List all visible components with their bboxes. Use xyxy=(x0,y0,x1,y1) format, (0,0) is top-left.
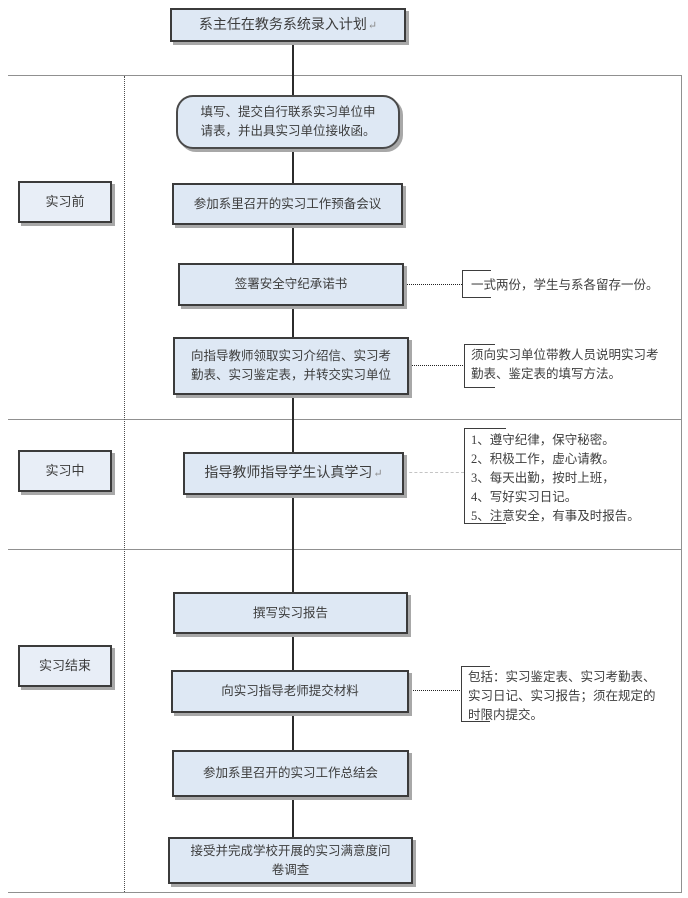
step-line: 向指导教师领取实习介绍信、实习考 xyxy=(190,349,391,364)
start-box-text: 系主任在教务系统录入计划 xyxy=(198,17,367,33)
note-line: 2、积极工作，虚心请教。 xyxy=(471,452,615,466)
phase-box-during: 实习中 xyxy=(18,450,112,492)
step-box-satisfaction-survey: 接受并完成学校开展的实习满意度问 卷调查 xyxy=(168,837,413,884)
step-label: 指导教师指导学生认真学习↵ xyxy=(204,463,382,484)
step-line: 卷调查 xyxy=(271,862,310,877)
note-bracket xyxy=(462,270,491,298)
note-bracket xyxy=(464,428,506,524)
phase-dashed-line xyxy=(124,76,125,892)
connector-sign-note xyxy=(404,284,462,285)
step-line: 接受并完成学校开展的实习满意度问 xyxy=(190,843,391,858)
note-text: 一式两份，学生与系各留存一份。 xyxy=(471,278,659,292)
step-box-apply-form: 填写、提交自行联系实习单位申 请表，并出具实习单位接收函。 xyxy=(176,95,400,149)
connector-collect-note xyxy=(409,365,465,366)
note-bracket xyxy=(464,344,495,388)
note-line: 3、每天出勤，按时上班， xyxy=(471,471,615,485)
step-label: 撰写实习报告 xyxy=(252,605,328,620)
step-box-prep-meeting: 参加系里召开的实习工作预备会议 xyxy=(172,183,403,225)
note-line: 时限内提交。 xyxy=(468,708,544,722)
phase-label: 实习结束 xyxy=(38,658,91,674)
step-box-sign-commitment: 签署安全守纪承诺书 xyxy=(178,263,404,306)
step-label: 参加系里召开的实习工作总结会 xyxy=(202,766,378,781)
divider-middle-1 xyxy=(8,419,682,420)
note-line: 5、注意安全，有事及时报告。 xyxy=(471,509,640,523)
step-box-write-report: 撰写实习报告 xyxy=(173,592,408,634)
step-box-teacher-guidance: 指导教师指导学生认真学习↵ xyxy=(183,452,404,495)
note-line: 1、遵守纪律，保守秘密。 xyxy=(471,433,615,447)
note-line: 勤表、鉴定表的填写方法。 xyxy=(471,367,622,381)
phase-box-end: 实习结束 xyxy=(18,645,112,687)
phase-box-before: 实习前 xyxy=(18,181,112,223)
step-label: 签署安全守纪承诺书 xyxy=(234,277,348,292)
step-box-submit-materials: 向实习指导老师提交材料 xyxy=(171,670,409,713)
step-box-collect-forms: 向指导教师领取实习介绍信、实习考 勤表、实习鉴定表，并转交实习单位 xyxy=(173,337,409,395)
step-box-summary-meeting: 参加系里召开的实习工作总结会 xyxy=(172,750,409,797)
note-line: 4、写好实习日记。 xyxy=(471,490,578,504)
return-mark-icon: ↵ xyxy=(367,19,378,32)
note-discipline-list: 1、遵守纪律，保守秘密。 2、积极工作，虚心请教。 3、每天出勤，按时上班， 4… xyxy=(471,431,683,526)
step-line: 请表，并出具实习单位接收函。 xyxy=(200,124,376,138)
step-line: 填写、提交自行联系实习单位申 xyxy=(200,105,376,120)
phase-label: 实习中 xyxy=(45,463,85,479)
flow-line xyxy=(292,42,294,837)
step-text: 指导教师指导学生认真学习 xyxy=(204,466,373,481)
note-bracket xyxy=(461,666,490,722)
note-line: 实习日记、实习报告；须在规定的 xyxy=(468,689,656,703)
divider-bottom xyxy=(8,892,682,893)
note-duplicate-copies: 一式两份，学生与系各留存一份。 xyxy=(471,276,676,295)
start-box-label: 系主任在教务系统录入计划↵ xyxy=(199,15,377,36)
right-edge-line xyxy=(681,75,682,892)
step-label: 参加系里召开的实习工作预备会议 xyxy=(193,196,382,211)
step-line: 勤表、实习鉴定表，并转交实习单位 xyxy=(190,368,391,382)
note-materials-list: 包括：实习鉴定表、实习考勤表、 实习日记、实习报告；须在规定的 时限内提交。 xyxy=(468,668,670,725)
note-line: 包括：实习鉴定表、实习考勤表、 xyxy=(468,670,656,684)
connector-submit-note xyxy=(409,690,462,691)
divider-middle-2 xyxy=(8,549,682,550)
note-explain-forms: 须向实习单位带教人员说明实习考 勤表、鉴定表的填写方法。 xyxy=(471,346,673,384)
start-box: 系主任在教务系统录入计划↵ xyxy=(170,8,406,42)
return-mark-icon: ↵ xyxy=(373,468,383,480)
connector-guide-note xyxy=(404,472,464,473)
divider-top xyxy=(8,75,682,76)
step-label: 向实习指导老师提交材料 xyxy=(221,684,359,699)
phase-label: 实习前 xyxy=(45,194,85,210)
note-line: 须向实习单位带教人员说明实习考 xyxy=(471,348,659,362)
